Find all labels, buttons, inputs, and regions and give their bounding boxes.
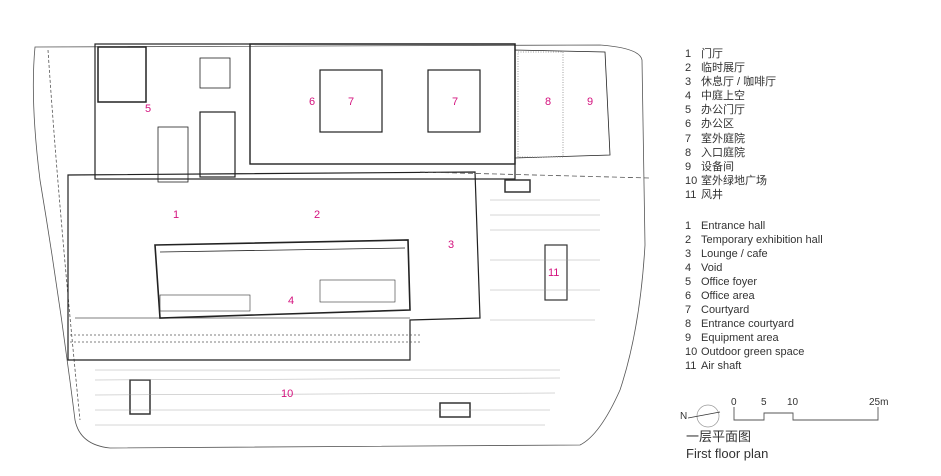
- legend-label: 中庭上空: [701, 90, 745, 103]
- legend-label: Entrance courtyard: [701, 318, 794, 330]
- legend-item: 6 办公区: [685, 117, 776, 131]
- caption-english: First floor plan: [686, 446, 769, 461]
- legend-item: 2 临时展厅: [685, 61, 776, 75]
- legend-item: 5 办公门厅: [685, 103, 776, 117]
- legend-label: Temporary exhibition hall: [701, 234, 823, 246]
- room-label-lounge: 3: [448, 239, 454, 251]
- room-label-office-area: 6: [309, 96, 315, 108]
- legend-item: 9 Equipment area: [685, 331, 823, 345]
- legend-item: 3 休息厅 / 咖啡厅: [685, 75, 776, 89]
- legend-item: 7 室外庭院: [685, 132, 776, 146]
- room-label-air-shaft: 11: [548, 267, 559, 279]
- legend-num: 1: [685, 220, 692, 232]
- legend-num: 8: [685, 146, 692, 159]
- legend-english: 1 Entrance hall 2 Temporary exhibition hal…: [685, 219, 823, 373]
- legend-num: 7: [685, 132, 692, 145]
- legend-label: Courtyard: [701, 304, 750, 316]
- room-label-entrance-courtyard: 8: [545, 96, 551, 108]
- room-label-office-foyer: 5: [145, 103, 151, 115]
- legend-item: 11 Air shaft: [685, 359, 823, 373]
- legend-item: 1 门厅: [685, 47, 776, 61]
- room-label-courtyard-1: 7: [348, 96, 354, 108]
- scale-tick-5: 5: [761, 397, 767, 408]
- legend-item: 7 Courtyard: [685, 303, 823, 317]
- caption-chinese: 一层平面图: [686, 429, 752, 444]
- legend-label: Void: [701, 262, 723, 274]
- legend-label: Office foyer: [701, 276, 758, 288]
- legend-label: 室外绿地广场: [701, 174, 767, 187]
- legend-num: 10: [685, 346, 698, 358]
- legend-item: 2 Temporary exhibition hall: [685, 233, 823, 247]
- legend-num: 6: [685, 118, 692, 131]
- legend-label: 风井: [701, 188, 723, 201]
- legend-label: 临时展厅: [701, 62, 745, 75]
- legend-item: 8 Entrance courtyard: [685, 317, 823, 331]
- legend-item: 6 Office area: [685, 289, 823, 303]
- legend-label: Entrance hall: [701, 220, 766, 232]
- room-label-equipment: 9: [587, 96, 593, 108]
- legend-item: 3 Lounge / cafe: [685, 247, 823, 261]
- legend-label: Outdoor green space: [701, 346, 805, 358]
- plan-caption: 一层平面图 First floor plan: [686, 428, 768, 462]
- legend-item: 5 Office foyer: [685, 275, 823, 289]
- legend-num: 6: [685, 290, 692, 302]
- legend-label: 休息厅 / 咖啡厅: [701, 76, 777, 89]
- legend-item: 4 中庭上空: [685, 89, 776, 103]
- legend-num: 10: [685, 174, 698, 187]
- legend-num: 4: [685, 90, 692, 103]
- legend-num: 3: [685, 248, 692, 260]
- legend-item: 8 入口庭院: [685, 146, 776, 160]
- legend-num: 11: [685, 360, 697, 372]
- room-labels: 1 2 3 4 5 6 7 7 8 9 10 11: [145, 96, 593, 400]
- scale-tick-25: 25m: [869, 397, 888, 408]
- legend-item: 4 Void: [685, 261, 823, 275]
- room-label-exhibition-hall: 2: [314, 209, 320, 221]
- site-boundary: [32, 44, 646, 449]
- legend-num: 3: [685, 76, 692, 89]
- legend-num: 1: [685, 48, 692, 60]
- scale-bar-and-north-arrow: N 0 5 10 25m: [680, 397, 888, 428]
- legend-num: 2: [685, 234, 692, 246]
- legend-num: 5: [685, 276, 692, 288]
- legend-item: 11 风井: [685, 188, 776, 202]
- legend-label: 办公门厅: [701, 104, 745, 117]
- legend-label: 室外庭院: [701, 132, 745, 145]
- legend-label: Office area: [701, 290, 755, 302]
- legend-label: Air shaft: [701, 360, 742, 372]
- legend-num: 9: [685, 160, 692, 173]
- legend-num: 8: [685, 318, 692, 330]
- legend-label: 办公区: [701, 118, 734, 131]
- legend-num: 2: [685, 62, 692, 75]
- legend-label: 设备间: [701, 160, 734, 173]
- room-label-green-space: 10: [281, 388, 293, 400]
- room-label-entrance-hall: 1: [173, 209, 179, 221]
- room-label-courtyard-2: 7: [452, 96, 458, 108]
- legend-label: 门厅: [701, 48, 723, 60]
- scale-tick-10: 10: [787, 397, 799, 408]
- legend-num: 11: [685, 188, 697, 201]
- legend-item: 1 Entrance hall: [685, 219, 823, 233]
- legend-label: Lounge / cafe: [701, 248, 768, 260]
- legend-num: 9: [685, 332, 692, 344]
- scale-tick-0: 0: [731, 397, 737, 408]
- legend-num: 4: [685, 262, 692, 274]
- floor-plan-drawing: 1 2 3 4 5 6 7 7 8 9 10 11: [32, 43, 651, 449]
- legend-label: Equipment area: [701, 332, 779, 344]
- legend-label: 入口庭院: [701, 146, 745, 159]
- room-label-void: 4: [288, 295, 294, 307]
- north-label: N: [680, 411, 687, 422]
- scale-bar: [733, 407, 879, 421]
- legend-num: 5: [685, 104, 692, 117]
- legend-item: 9 设备间: [685, 160, 776, 174]
- legend-num: 7: [685, 304, 692, 316]
